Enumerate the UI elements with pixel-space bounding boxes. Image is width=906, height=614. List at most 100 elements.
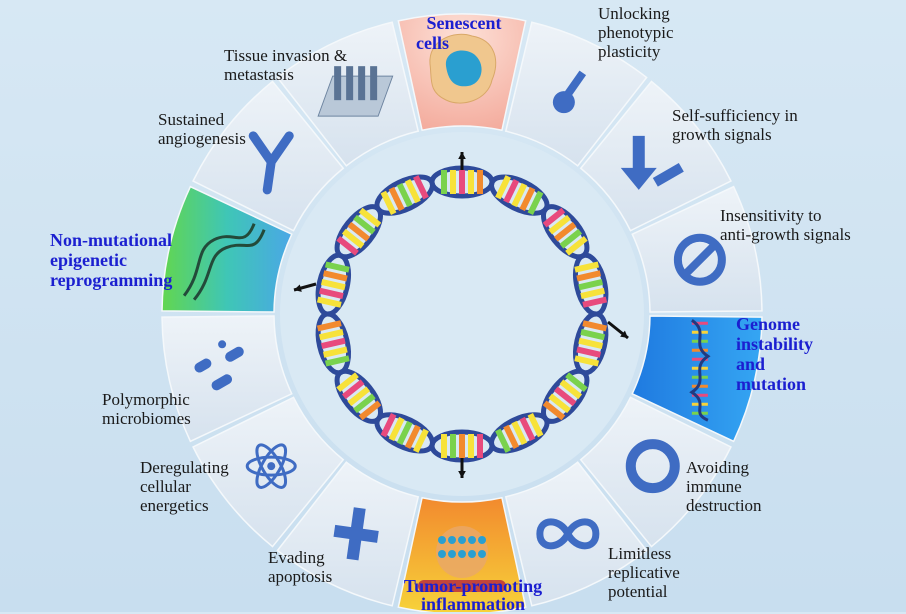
atom-icon (245, 443, 297, 489)
label-line: potential (608, 582, 668, 601)
dna-rung (404, 424, 421, 449)
label-line: apoptosis (268, 567, 333, 586)
dna-rung (396, 420, 413, 446)
no-entry-ring (673, 233, 726, 286)
segment-avoiding (579, 396, 732, 548)
dna-rung (576, 270, 602, 282)
dna-rung (576, 346, 602, 358)
dna-rung (511, 420, 528, 446)
dna-rung (559, 228, 583, 249)
dna-rung (574, 355, 600, 367)
label-line: Deregulating (140, 458, 229, 477)
bacterium-dot (218, 340, 227, 349)
cell-dot (458, 536, 466, 544)
dna-rung (380, 413, 397, 438)
cell-nucleus (445, 50, 482, 87)
dna-turn (374, 174, 435, 216)
invading-cell (370, 66, 378, 101)
dna-rung (578, 337, 604, 349)
dna-rung (388, 416, 405, 442)
dna-rung (341, 228, 365, 249)
chromatin-icon (182, 223, 266, 301)
label-limitless-replicative: Limitless replicative potential (608, 544, 680, 601)
segment-insensitivity (631, 185, 763, 313)
dna-turn (541, 204, 590, 260)
segment-self-sufficiency (579, 80, 732, 232)
dna-rung (468, 170, 474, 194)
infinity-icon (536, 518, 600, 550)
arrow-head (458, 470, 466, 478)
dna-rung (380, 190, 397, 215)
dna-rung (336, 235, 359, 256)
dna-rung (574, 261, 600, 273)
arrow-head (294, 284, 302, 292)
label-line: Polymorphic (102, 390, 190, 409)
label-line: Unlocking (598, 4, 670, 23)
dna-rung (582, 296, 608, 308)
label-line: Limitless (608, 544, 672, 563)
vessel-branch-icon (248, 131, 294, 195)
arrow-head (458, 152, 466, 160)
bacterium (211, 374, 233, 391)
orbit-b (255, 443, 288, 489)
dna-rung (527, 413, 544, 438)
label-line: epigenetic (50, 250, 127, 270)
dna-rung (582, 320, 608, 332)
dna-rung (468, 434, 474, 458)
dna-rung (477, 170, 483, 194)
label-line: energetics (140, 496, 209, 515)
cell-dot (458, 550, 466, 558)
segment-deregulating (192, 396, 345, 548)
dna-rung (519, 186, 536, 212)
dna-rung (316, 320, 342, 332)
label-line: metastasis (224, 65, 294, 84)
dna-rung (358, 400, 382, 421)
dna-rung (358, 207, 382, 228)
label-line: destruction (686, 496, 762, 515)
cell-dot (468, 550, 476, 558)
label-line: plasticity (598, 42, 661, 61)
label-line: growth signals (672, 125, 772, 144)
dna-rung (441, 434, 447, 458)
cell-dot (448, 536, 456, 544)
down-arrow-icon (620, 135, 684, 190)
label-line: replicative (608, 563, 680, 582)
invading-cell (358, 66, 366, 101)
cross-icon (333, 507, 379, 561)
dna-rung (519, 416, 536, 442)
dna-strand-icon (689, 319, 711, 422)
dna-rung (553, 386, 577, 407)
dna-rung (324, 261, 350, 273)
dna-rung (495, 428, 511, 453)
dna-rung (341, 379, 365, 400)
label-line: anti-growth signals (720, 225, 851, 244)
cell-dot (438, 550, 446, 558)
label-line: Non-mutational (50, 230, 173, 250)
dna-rung (503, 424, 520, 449)
dna-rung (316, 296, 342, 308)
dna-rung (548, 214, 571, 235)
dna-backbone-a (689, 319, 711, 422)
dna-rung (527, 190, 544, 215)
label-line: and (736, 354, 766, 374)
dna-rung (495, 175, 511, 200)
label-tissue-invasion: Tissue invasion & metastasis (224, 46, 347, 84)
label-line: microbiomes (102, 409, 191, 428)
dna-rung (542, 207, 566, 228)
label-tumor-promoting-inflammation: Tumor-promoting inflammation (388, 577, 558, 613)
inflamed-tissue-icon (418, 526, 506, 592)
key-shaft (562, 70, 587, 100)
label-senescent-cells: Senescent cells (414, 13, 514, 53)
label-line: Senescent (426, 13, 502, 33)
label-genome-instability: Genome instability and mutation (736, 314, 813, 394)
vessel-branch (248, 131, 294, 195)
dna-rung (320, 279, 346, 291)
dna-rung (450, 170, 456, 194)
cross-horizontal (333, 524, 379, 543)
dna-rung (353, 214, 376, 235)
cell-dot (478, 550, 486, 558)
dna-turn (489, 174, 550, 216)
label-line: Genome (736, 314, 800, 334)
